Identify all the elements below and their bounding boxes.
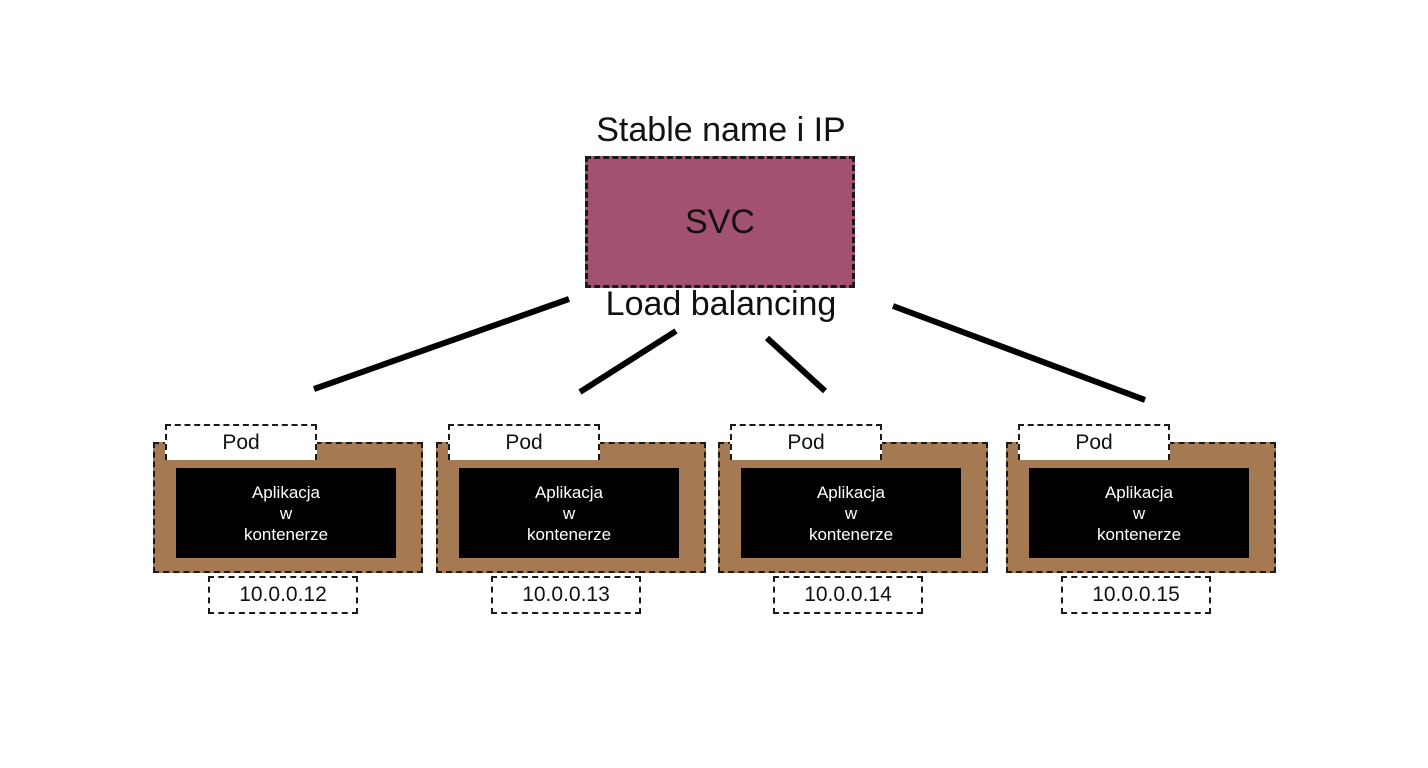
container-label-line: Aplikacja (251, 482, 321, 502)
container-box: Aplikacja w kontenerze (1029, 468, 1249, 558)
connector-line-pod-3 (764, 335, 828, 394)
container-label-line: w (1132, 503, 1146, 523)
connector-line-pod-4 (891, 303, 1147, 403)
container-label-line: Aplikacja (534, 482, 604, 502)
load-balancing-label: Load balancing (605, 285, 837, 323)
container-label-line: w (279, 503, 293, 523)
container-box: Aplikacja w kontenerze (459, 468, 679, 558)
service-name: SVC (685, 202, 755, 241)
connector-line-pod-2 (578, 328, 678, 395)
container-label-line: Aplikacja (816, 482, 886, 502)
pod-box: Pod Aplikacja w kontenerze (718, 424, 988, 573)
container-label-line: Aplikacja (1104, 482, 1174, 502)
pod-tab-label: Pod (1018, 424, 1170, 460)
connector-line-pod-1 (313, 296, 570, 392)
pod-ip-address: 10.0.0.13 (491, 576, 641, 614)
pod-ip-address: 10.0.0.15 (1061, 576, 1211, 614)
container-box: Aplikacja w kontenerze (176, 468, 396, 558)
container-label-line: kontenerze (808, 524, 894, 544)
container-label-line: kontenerze (526, 524, 612, 544)
container-label-line: w (562, 503, 576, 523)
service-stable-name-label: Stable name i IP (596, 111, 846, 149)
pod-box: Pod Aplikacja w kontenerze (436, 424, 706, 573)
pod-ip-address: 10.0.0.12 (208, 576, 358, 614)
container-label-line: kontenerze (243, 524, 329, 544)
pod-tab-label: Pod (730, 424, 882, 460)
pod-ip-address: 10.0.0.14 (773, 576, 923, 614)
pod-box: Pod Aplikacja w kontenerze (1006, 424, 1276, 573)
container-box: Aplikacja w kontenerze (741, 468, 961, 558)
pod-tab-label: Pod (165, 424, 317, 460)
container-label-line: kontenerze (1096, 524, 1182, 544)
pod-tab-label: Pod (448, 424, 600, 460)
pod-box: Pod Aplikacja w kontenerze (153, 424, 423, 573)
service-box: SVC (585, 156, 855, 288)
container-label-line: w (844, 503, 858, 523)
